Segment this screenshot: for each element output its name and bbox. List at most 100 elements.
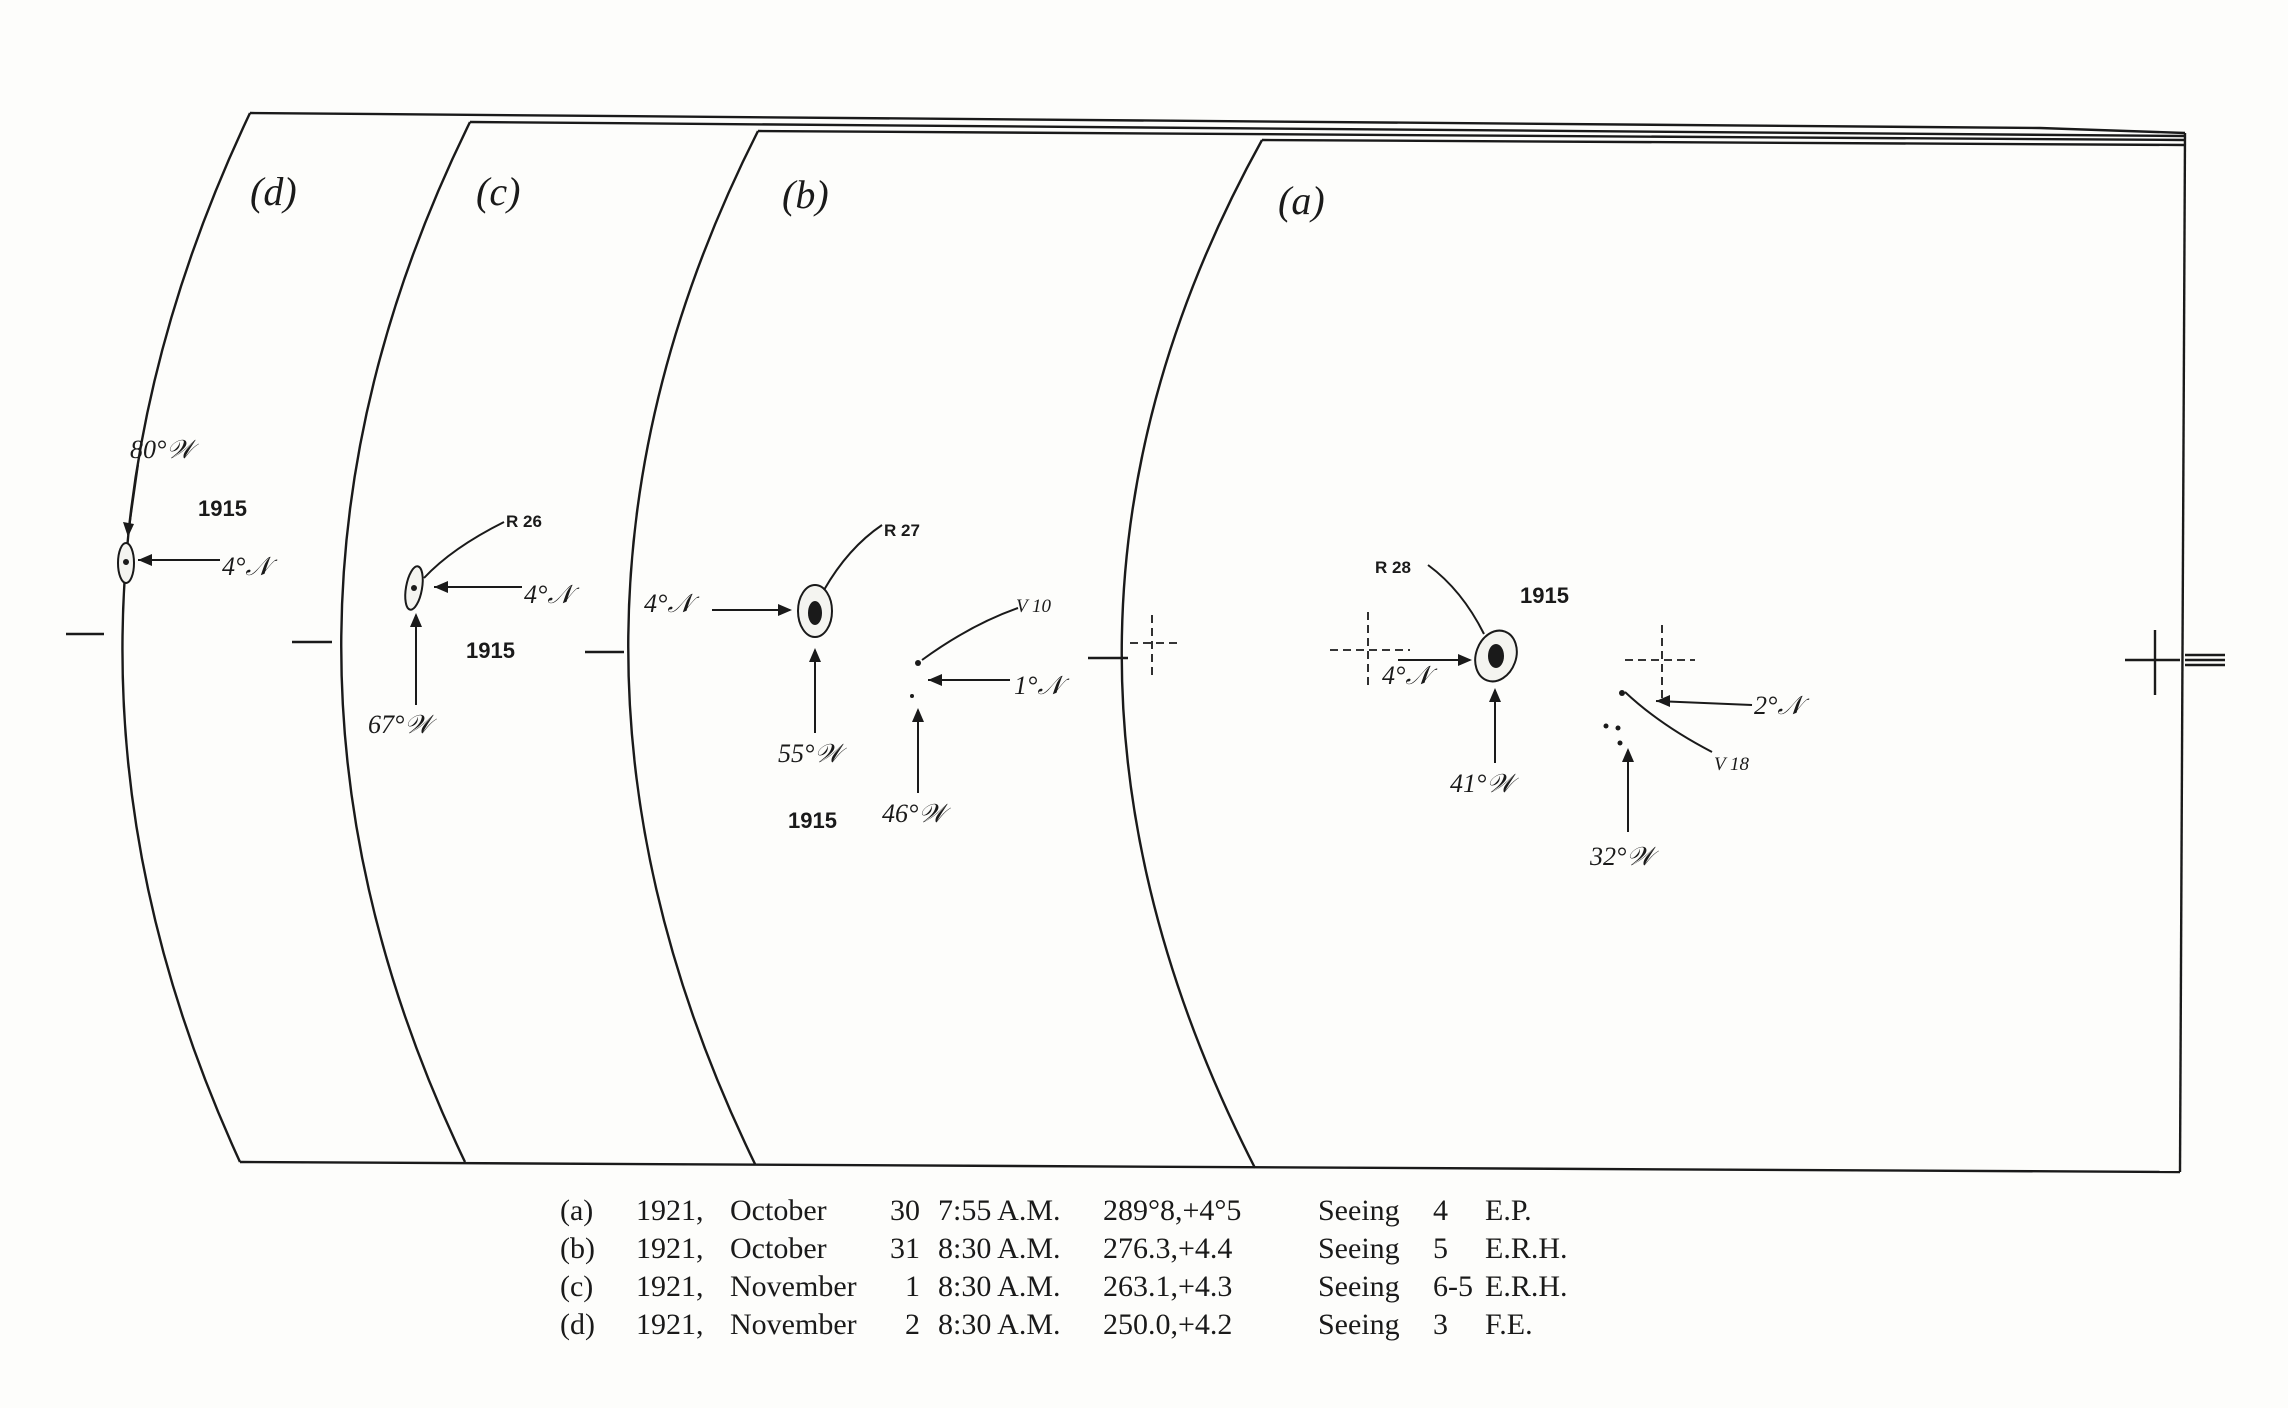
caption-coord: 250.0,+4.2 <box>1103 1308 1233 1341</box>
frame-top-edge-4 <box>1261 138 2186 147</box>
leader-a-region <box>1427 564 1485 635</box>
region-label-v10: V 10 <box>1016 596 1052 617</box>
caption-year: 1921, <box>636 1194 704 1227</box>
caption-observer: E.P. <box>1485 1194 1532 1227</box>
lon-label-d: 80°𝒲 <box>130 435 199 464</box>
region-label-r27: R 27 <box>884 521 920 540</box>
caption-seeing-value: 4 <box>1433 1194 1448 1227</box>
caption-month: October <box>730 1232 827 1265</box>
right-edge-lines <box>2185 653 2225 667</box>
year-label-c: 1915 <box>466 638 515 663</box>
arrow-a-lat2 <box>1655 700 1753 706</box>
arrowhead-a-lat <box>1458 654 1472 666</box>
year-label-a: 1915 <box>1520 583 1569 608</box>
lat-label-d: 4°𝒩 <box>222 552 278 581</box>
caption-coord: 263.1,+4.3 <box>1103 1270 1233 1303</box>
panel-label-b: (b) <box>782 172 829 217</box>
arrowhead-a-lon2 <box>1622 748 1634 762</box>
leader-b-region <box>823 524 883 591</box>
lon-label-a: 41°𝒲 <box>1450 769 1519 798</box>
arrowhead-b-lon <box>809 648 821 662</box>
right-edge-cross <box>2125 630 2180 695</box>
leader-b-v10 <box>921 607 1019 661</box>
caption-year: 1921, <box>636 1308 704 1341</box>
caption-observer: E.R.H. <box>1485 1232 1568 1265</box>
lat-label-a: 4°𝒩 <box>1382 661 1438 690</box>
year-label-d: 1915 <box>198 496 247 521</box>
caption-day: 1 <box>905 1270 920 1303</box>
limb-arc-b <box>627 130 760 1165</box>
lon-label-b: 55°𝒲 <box>778 739 847 768</box>
lon2-label-b: 46°𝒲 <box>882 799 951 828</box>
panel-label-c: (c) <box>476 169 520 214</box>
leader-c-region <box>423 521 505 579</box>
caption-row-b: (b) 1921, October 31 8:30 A.M. 276.3,+4.… <box>560 1230 1615 1268</box>
arrowhead-d-lon <box>123 522 134 537</box>
caption-row-a: (a) 1921, October 30 7:55 A.M. 289°8,+4°… <box>560 1192 1615 1230</box>
spot-dot-a-4 <box>1617 740 1623 746</box>
lat-label-c: 4°𝒩 <box>524 580 580 609</box>
dashed-cross-a-left <box>1330 612 1410 688</box>
spot-dot-a-3 <box>1615 725 1621 731</box>
caption-time: 7:55 A.M. <box>938 1194 1061 1227</box>
lon2-label-a: 32°𝒲 <box>1589 842 1659 871</box>
arrowhead-b-lat2 <box>928 674 942 686</box>
sunspot-b-umbra <box>808 601 822 625</box>
lat2-label-b: 1°𝒩 <box>1014 671 1070 700</box>
year-label-b: 1915 <box>788 808 837 833</box>
caption-seeing: Seeing <box>1318 1308 1400 1341</box>
caption-year: 1921, <box>636 1270 704 1303</box>
caption-day: 30 <box>890 1194 920 1227</box>
caption-month: October <box>730 1194 827 1227</box>
arrowhead-a-lon <box>1489 688 1501 702</box>
caption-time: 8:30 A.M. <box>938 1232 1061 1265</box>
panel-label-a: (a) <box>1278 178 1325 223</box>
spot-dot-a-2 <box>1603 723 1609 729</box>
caption-observer: E.R.H. <box>1485 1270 1568 1303</box>
sunspot-d-umbra <box>123 559 129 565</box>
caption-seeing-value: 5 <box>1433 1232 1448 1265</box>
lat2-label-a: 2°𝒩 <box>1754 691 1810 720</box>
spot-dot-b-1 <box>915 660 921 666</box>
arrowhead-a-lat2 <box>1656 695 1670 707</box>
arrowhead-c-lon <box>410 613 422 627</box>
sunspot-a-umbra <box>1488 644 1504 668</box>
dashed-cross-b <box>1130 615 1180 675</box>
figure-caption: (a) 1921, October 30 7:55 A.M. 289°8,+4°… <box>560 1192 1615 1344</box>
caption-seeing-value: 3 <box>1433 1308 1448 1341</box>
frame-top-edge <box>249 111 2186 135</box>
region-label-r26: R 26 <box>506 512 542 531</box>
limb-arc-a <box>1120 139 1264 1169</box>
leader-a-v18 <box>1624 691 1713 753</box>
caption-coord: 276.3,+4.4 <box>1103 1232 1233 1265</box>
caption-time: 8:30 A.M. <box>938 1270 1061 1303</box>
limb-arc-c <box>340 121 472 1163</box>
frame-right-edge <box>2178 132 2187 1173</box>
caption-coord: 289°8,+4°5 <box>1103 1194 1242 1227</box>
caption-seeing-value: 6-5 <box>1433 1270 1473 1303</box>
dashed-cross-a-right <box>1625 625 1695 700</box>
caption-tag: (a) <box>560 1194 594 1227</box>
caption-time: 8:30 A.M. <box>938 1308 1061 1341</box>
sunspot-c-umbra <box>411 585 417 591</box>
caption-year: 1921, <box>636 1232 704 1265</box>
caption-month: November <box>730 1308 857 1341</box>
lon-label-c: 67°𝒲 <box>368 710 437 739</box>
lat-label-b: 4°𝒩 <box>644 589 700 618</box>
caption-row-c: (c) 1921, November 1 8:30 A.M. 263.1,+4.… <box>560 1268 1615 1306</box>
caption-month: November <box>730 1270 857 1303</box>
caption-seeing: Seeing <box>1318 1194 1400 1227</box>
caption-seeing: Seeing <box>1318 1270 1400 1303</box>
frame-top-edge-2 <box>469 120 2186 138</box>
frame-bottom-edge <box>239 1160 2181 1174</box>
caption-tag: (d) <box>560 1308 595 1341</box>
spot-dot-b-2 <box>910 694 914 698</box>
region-label-r28: R 28 <box>1375 558 1411 577</box>
limb-arc-d <box>121 112 252 1163</box>
panel-label-d: (d) <box>250 169 297 214</box>
caption-observer: F.E. <box>1485 1308 1533 1341</box>
caption-day: 31 <box>890 1232 920 1265</box>
region-label-v18: V 18 <box>1714 754 1750 775</box>
arrowhead-b-lat <box>778 604 792 616</box>
